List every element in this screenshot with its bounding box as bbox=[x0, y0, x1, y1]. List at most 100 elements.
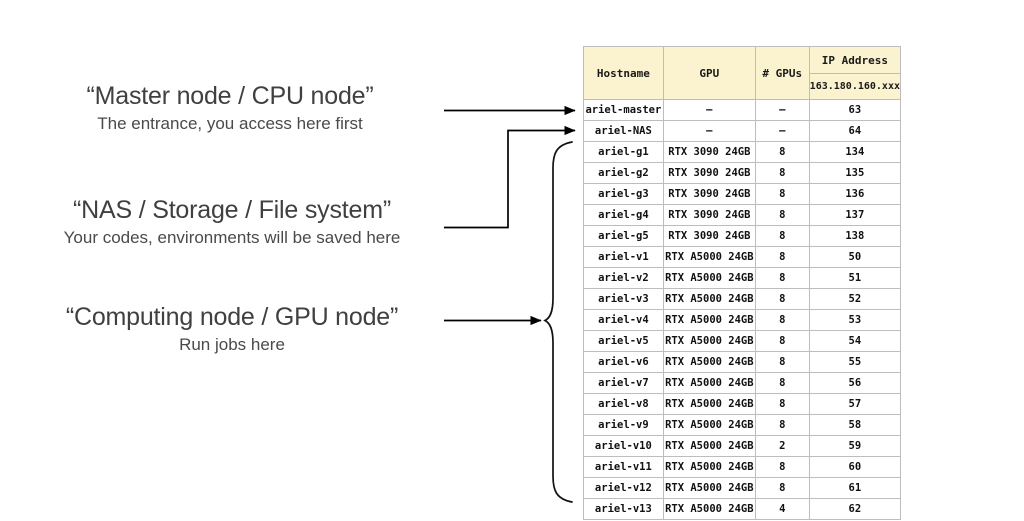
table-header-row-2: 163.180.160.xxx bbox=[584, 73, 902, 100]
cell-num-gpus: 8 bbox=[754, 330, 810, 352]
cell-hostname: ariel-g2 bbox=[583, 162, 664, 184]
cell-ip: 52 bbox=[808, 288, 902, 310]
cell-gpu: RTX 3090 24GB bbox=[662, 225, 756, 247]
cell-hostname: ariel-v7 bbox=[583, 372, 664, 394]
cell-ip: 138 bbox=[808, 225, 902, 247]
cell-ip: 57 bbox=[808, 393, 902, 415]
cell-num-gpus: 2 bbox=[754, 435, 810, 457]
cell-ip: 50 bbox=[808, 246, 902, 268]
cell-num-gpus: 8 bbox=[754, 309, 810, 331]
cell-gpu: – bbox=[662, 99, 756, 121]
cell-num-gpus: 8 bbox=[754, 183, 810, 205]
curly-brace-gpu-rows bbox=[543, 141, 573, 503]
table-row: ariel-NAS––64 bbox=[583, 120, 902, 142]
cell-hostname: ariel-NAS bbox=[583, 120, 664, 142]
cell-hostname: ariel-v8 bbox=[583, 393, 664, 415]
cell-gpu: RTX A5000 24GB bbox=[662, 414, 756, 436]
annotation-nas-title: “NAS / Storage / File system” bbox=[73, 196, 391, 224]
cell-ip: 64 bbox=[808, 120, 902, 142]
table-row: ariel-master––63 bbox=[583, 99, 902, 121]
cell-ip: 137 bbox=[808, 204, 902, 226]
annotation-master-node: “Master node / CPU node” The entrance, y… bbox=[60, 82, 400, 133]
header-gpu: GPU bbox=[662, 46, 756, 100]
annotation-gpu-title: “Computing node / GPU node” bbox=[65, 303, 399, 331]
table-header: Hostname GPU # GPUs IP Address 163.180.1… bbox=[583, 46, 902, 100]
annotation-master-subtitle: The entrance, you access here first bbox=[97, 113, 363, 133]
cluster-node-table: Hostname GPU # GPUs IP Address 163.180.1… bbox=[583, 46, 902, 520]
cell-gpu: RTX A5000 24GB bbox=[662, 288, 756, 310]
cell-gpu: RTX A5000 24GB bbox=[662, 246, 756, 268]
header-num-gpus: # GPUs bbox=[754, 46, 810, 100]
cell-num-gpus: 8 bbox=[754, 456, 810, 478]
cell-gpu: RTX A5000 24GB bbox=[662, 498, 756, 520]
cell-ip: 58 bbox=[808, 414, 902, 436]
cell-hostname: ariel-v5 bbox=[583, 330, 664, 352]
header-ip-address: IP Address bbox=[808, 46, 902, 74]
cell-gpu: RTX A5000 24GB bbox=[662, 435, 756, 457]
cell-hostname: ariel-v2 bbox=[583, 267, 664, 289]
cell-gpu: RTX A5000 24GB bbox=[662, 456, 756, 478]
cell-num-gpus: 8 bbox=[754, 204, 810, 226]
cell-num-gpus: 8 bbox=[754, 393, 810, 415]
header-hostname: Hostname bbox=[583, 46, 664, 100]
cell-hostname: ariel-v10 bbox=[583, 435, 664, 457]
cell-ip: 59 bbox=[808, 435, 902, 457]
cell-num-gpus: – bbox=[754, 120, 810, 142]
cell-num-gpus: 8 bbox=[754, 288, 810, 310]
table-header-row-1: Hostname GPU # GPUs IP Address bbox=[583, 46, 902, 100]
header-ip-prefix: 163.180.160.xxx bbox=[808, 73, 902, 100]
cell-hostname: ariel-v12 bbox=[583, 477, 664, 499]
cell-ip: 54 bbox=[808, 330, 902, 352]
annotation-nas-storage: “NAS / Storage / File system” Your codes… bbox=[42, 196, 422, 247]
cell-ip: 55 bbox=[808, 351, 902, 373]
cell-num-gpus: 8 bbox=[754, 372, 810, 394]
annotation-gpu-subtitle: Run jobs here bbox=[179, 334, 285, 354]
cell-num-gpus: 8 bbox=[754, 267, 810, 289]
cell-hostname: ariel-v6 bbox=[583, 351, 664, 373]
cell-gpu: RTX A5000 24GB bbox=[662, 267, 756, 289]
cell-gpu: RTX A5000 24GB bbox=[662, 477, 756, 499]
cell-gpu: – bbox=[662, 120, 756, 142]
cell-num-gpus: 8 bbox=[754, 246, 810, 268]
cell-gpu: RTX A5000 24GB bbox=[662, 351, 756, 373]
cell-hostname: ariel-v11 bbox=[583, 456, 664, 478]
cell-hostname: ariel-v1 bbox=[583, 246, 664, 268]
cell-hostname: ariel-g4 bbox=[583, 204, 664, 226]
cell-gpu: RTX A5000 24GB bbox=[662, 393, 756, 415]
cell-hostname: ariel-g1 bbox=[583, 141, 664, 163]
cell-ip: 53 bbox=[808, 309, 902, 331]
cell-gpu: RTX A5000 24GB bbox=[662, 309, 756, 331]
cell-num-gpus: 8 bbox=[754, 351, 810, 373]
cell-gpu: RTX A5000 24GB bbox=[662, 330, 756, 352]
cell-ip: 63 bbox=[808, 99, 902, 121]
cell-num-gpus: 8 bbox=[754, 162, 810, 184]
cell-hostname: ariel-v13 bbox=[583, 498, 664, 520]
cell-hostname: ariel-g5 bbox=[583, 225, 664, 247]
cell-hostname: ariel-v4 bbox=[583, 309, 664, 331]
cell-gpu: RTX 3090 24GB bbox=[662, 204, 756, 226]
cell-hostname: ariel-v9 bbox=[583, 414, 664, 436]
cell-gpu: RTX 3090 24GB bbox=[662, 183, 756, 205]
cell-gpu: RTX 3090 24GB bbox=[662, 162, 756, 184]
cell-gpu: RTX A5000 24GB bbox=[662, 372, 756, 394]
cell-ip: 56 bbox=[808, 372, 902, 394]
annotation-nas-subtitle: Your codes, environments will be saved h… bbox=[63, 227, 401, 247]
annotation-master-title: “Master node / CPU node” bbox=[86, 82, 374, 110]
cell-hostname: ariel-master bbox=[583, 99, 664, 121]
cell-num-gpus: – bbox=[754, 99, 810, 121]
